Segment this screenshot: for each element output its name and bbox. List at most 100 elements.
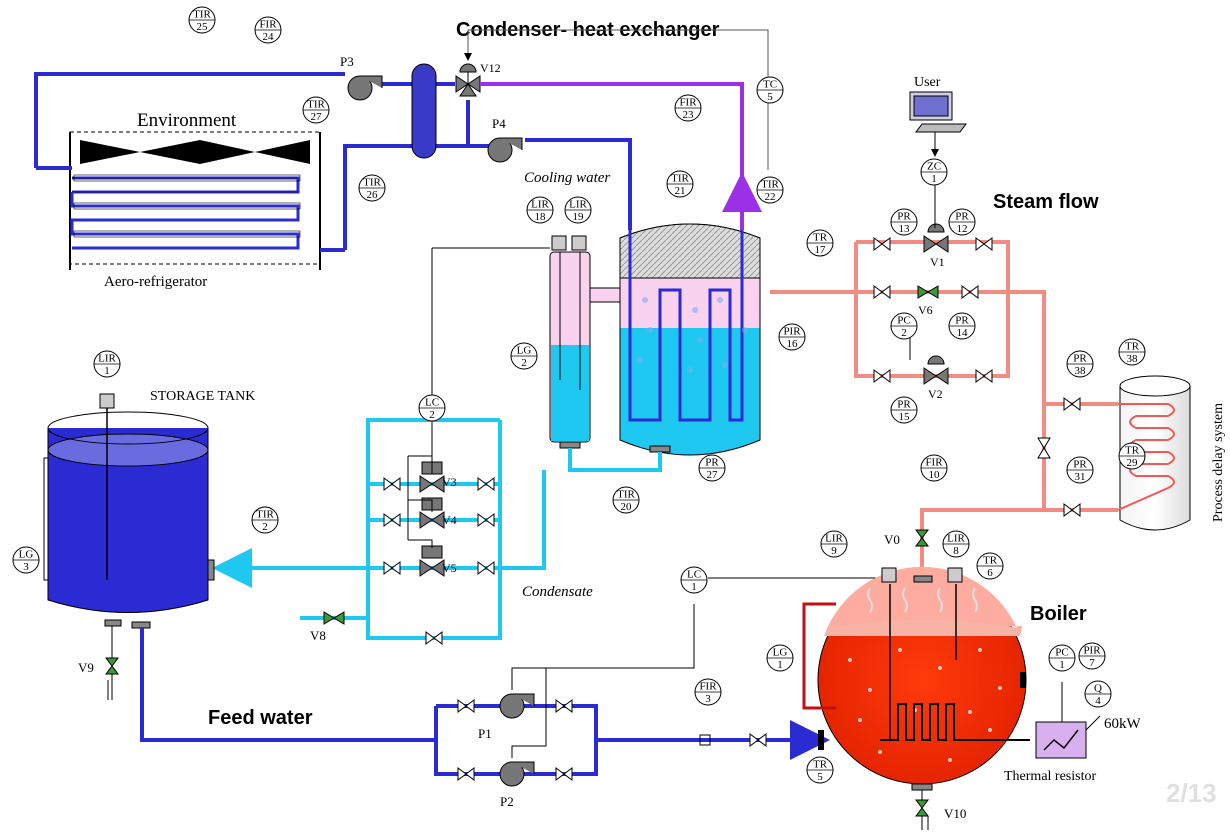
environment-label: Environment xyxy=(137,110,237,131)
instrument-tag: TR xyxy=(813,232,828,244)
lc1-signal-lines xyxy=(511,577,888,758)
instrument-number: 21 xyxy=(675,185,686,197)
instrument-number: 4 xyxy=(1095,695,1101,707)
svg-text:V9: V9 xyxy=(78,660,94,675)
instrument-number: 5 xyxy=(817,771,823,783)
instrument-tag: TIR xyxy=(671,173,689,185)
svg-text:V5: V5 xyxy=(442,561,457,575)
pump-p4[interactable]: P4 xyxy=(487,116,523,163)
instrument-tag: TIR xyxy=(363,177,381,189)
instrument-tag: TR xyxy=(983,555,998,567)
valve-v0[interactable]: V0 xyxy=(884,529,929,547)
instrument-tag: LIR xyxy=(531,199,549,211)
instrument-number: 1 xyxy=(104,365,110,377)
instrument-tag: FIR xyxy=(679,97,697,109)
instrument-tag: LG xyxy=(517,345,532,357)
instrument-tag: TC xyxy=(763,79,777,91)
pump-p3[interactable]: P3 xyxy=(340,54,383,101)
svg-text:V0: V0 xyxy=(884,532,900,547)
valve-v9[interactable]: V9 xyxy=(78,626,119,700)
process-delay-label: Process delay system xyxy=(1211,403,1226,522)
instrument-number: 22 xyxy=(765,191,776,203)
steam-valve-v6[interactable]: V6 xyxy=(917,285,939,317)
instrument-lg-1: LG1 xyxy=(766,644,794,672)
instrument-lg-2: LG2 xyxy=(510,342,538,370)
instrument-tag: LIR xyxy=(825,533,843,545)
instrument-number: 1 xyxy=(691,581,697,593)
instrument-pc-2: PC2 xyxy=(890,312,918,340)
instrument-number: 3 xyxy=(705,693,711,705)
svg-text:V3: V3 xyxy=(442,475,457,489)
condenser xyxy=(619,223,761,456)
instrument-tag: LIR xyxy=(569,199,587,211)
instrument-tag: PC xyxy=(1055,647,1068,659)
instrument-lg-3: LG3 xyxy=(12,546,40,574)
aero-refrigerator xyxy=(69,131,321,270)
cooling-water-label: Cooling water xyxy=(524,170,610,186)
instrument-pc-1: PC1 xyxy=(1048,644,1076,672)
steam-pipes xyxy=(770,240,1118,586)
instrument-tag: FIR xyxy=(699,681,717,693)
valve-v5[interactable]: V5 xyxy=(419,545,457,577)
instrument-tag: LG xyxy=(19,549,34,561)
svg-text:P3: P3 xyxy=(340,54,354,69)
valve-v3[interactable]: V3 xyxy=(419,461,457,493)
instrument-number: 1 xyxy=(931,173,937,185)
steam-block-valves xyxy=(873,237,1081,517)
instrument-number: 20 xyxy=(621,501,633,513)
instrument-q-4: Q4 xyxy=(1084,680,1112,708)
steam-valve-v2[interactable]: V2 xyxy=(923,355,949,401)
pump-p1[interactable]: P1 xyxy=(478,693,535,741)
instrument-tag: PR xyxy=(897,399,911,411)
storage-tank-label: STORAGE TANK xyxy=(150,389,255,404)
valve-v12[interactable]: V12 xyxy=(455,61,501,97)
valve-v8[interactable]: V8 xyxy=(300,611,368,643)
steam-valve-v1[interactable]: V1 xyxy=(923,223,949,269)
instrument-number: 10 xyxy=(929,469,941,481)
valve-v10[interactable]: V10 xyxy=(915,790,966,830)
level-column xyxy=(549,235,621,449)
instrument-tr-6: TR6 xyxy=(976,552,1004,580)
valve-v4[interactable]: V4 xyxy=(419,497,457,529)
user-label: User xyxy=(914,75,941,90)
svg-text:V6: V6 xyxy=(918,303,933,317)
pump-p2[interactable]: P2 xyxy=(499,761,535,809)
condensate-block-valves xyxy=(383,477,495,645)
expansion-vessel xyxy=(411,63,437,159)
instrument-tag: PR xyxy=(705,457,719,469)
instrument-number: 17 xyxy=(815,244,827,256)
instrument-tag: PIR xyxy=(783,326,801,338)
instrument-number: 8 xyxy=(953,545,959,557)
instrument-number: 1 xyxy=(777,659,783,671)
instrument-lc-2: LC2 xyxy=(418,394,446,422)
instrument-number: 13 xyxy=(899,223,911,235)
instrument-number: 24 xyxy=(263,31,275,43)
instrument-tag: LC xyxy=(687,569,701,581)
instrument-tag: PR xyxy=(955,315,969,327)
instrument-tc-5: TC5 xyxy=(756,76,784,104)
user-computer-icon xyxy=(909,91,967,157)
cooling-loop-pipes xyxy=(34,72,632,252)
condensate-pipes xyxy=(220,418,662,640)
storage-tank xyxy=(43,393,215,629)
lc2-signal-lines xyxy=(407,422,433,548)
instrument-number: 3 xyxy=(23,561,29,573)
instrument-tag: TIR xyxy=(256,509,274,521)
instrument-tag: FIR xyxy=(925,457,943,469)
instrument-tag: LIR xyxy=(947,533,965,545)
